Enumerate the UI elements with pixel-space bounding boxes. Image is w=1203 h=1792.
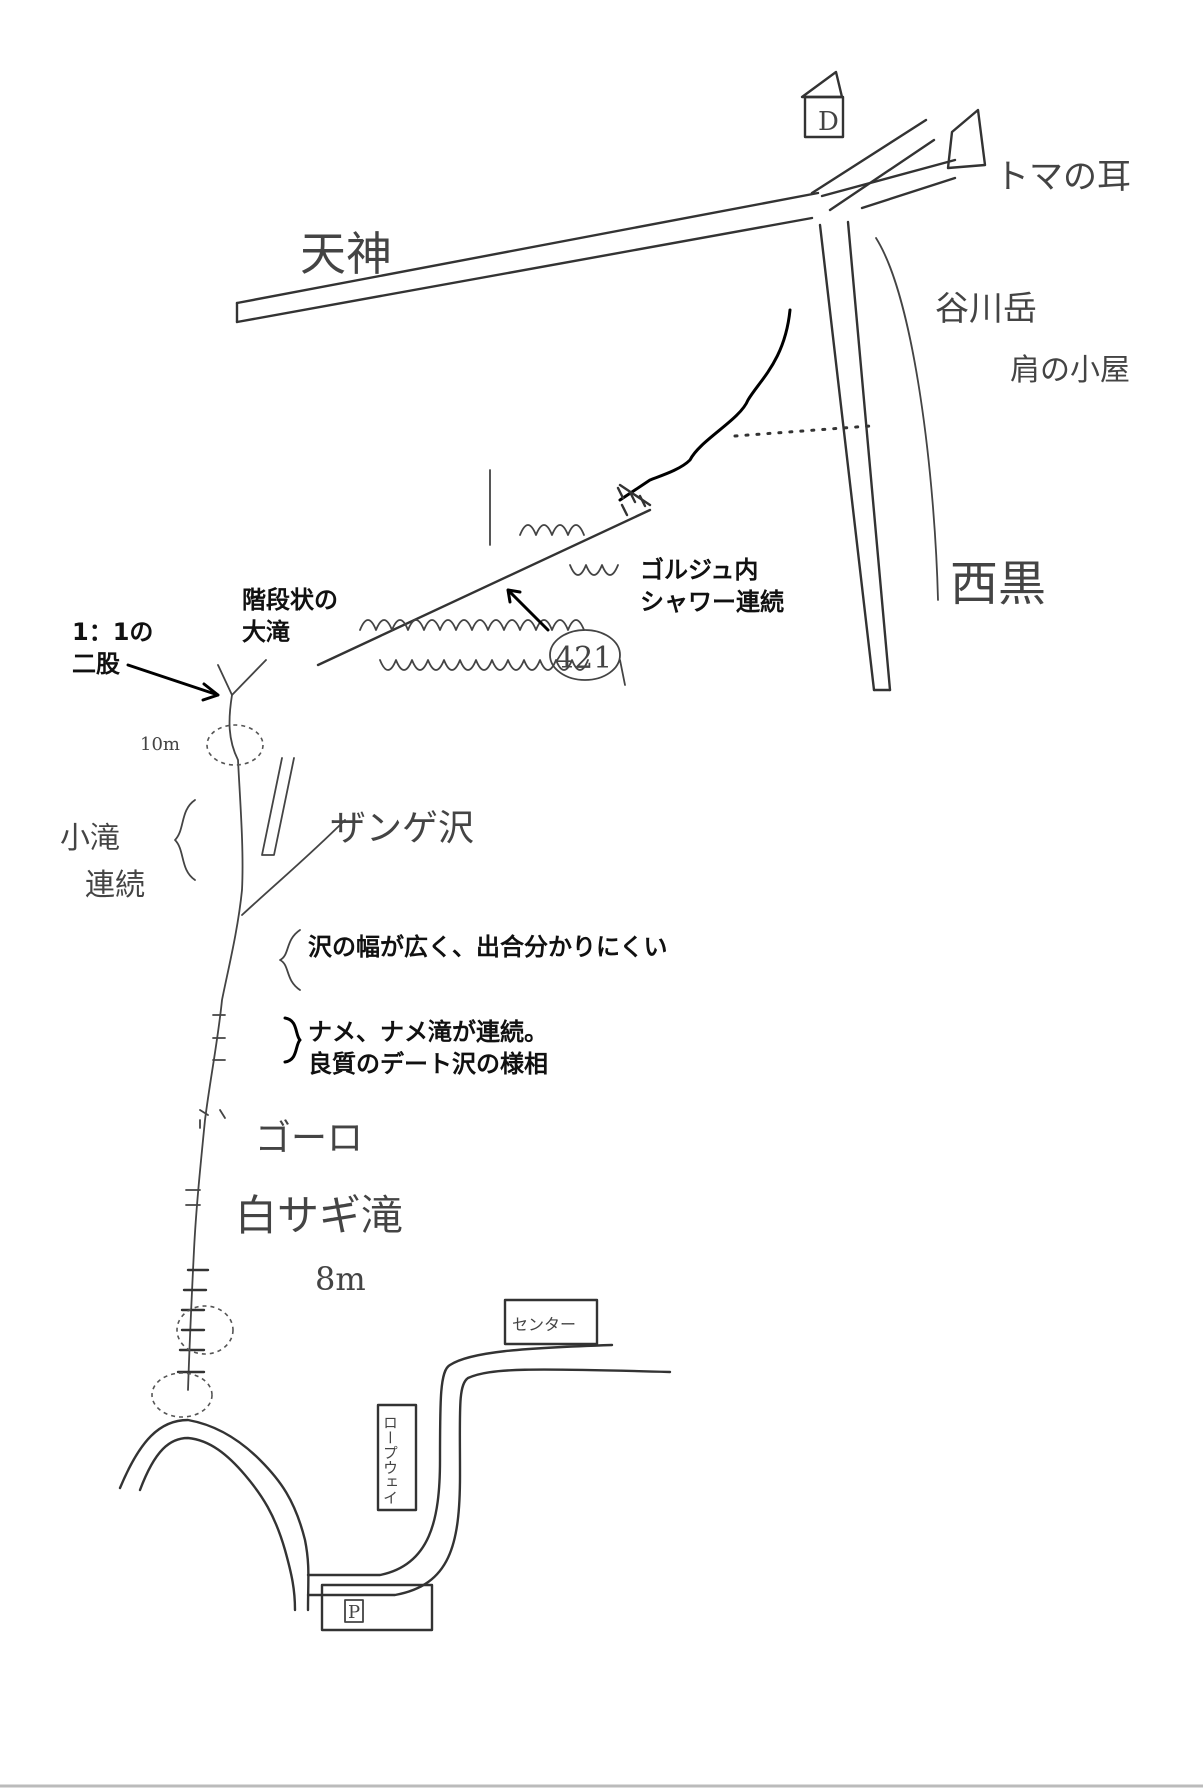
peak-tsumo-icon (946, 108, 987, 170)
svg-text:センター: センター (512, 1315, 576, 1334)
tenjin-ridge (235, 118, 957, 692)
label-gorge-2: シャワー連続 (640, 588, 784, 616)
label-wide-stream: 沢の幅が広く、出合分かりにくい (308, 933, 668, 961)
paper-area (40, 0, 1203, 1625)
label-sange: ザンゲ沢 (330, 808, 474, 849)
upper-route-line (618, 308, 792, 502)
label-name-2: 良質のデート沢の様相 (308, 1050, 548, 1078)
svg-text:10m: 10m (140, 734, 180, 755)
label-hanamen: 肩の小屋 (1010, 353, 1130, 388)
traverse-dotted-line (733, 424, 872, 438)
svg-text:ロープウェイ: ロープウェイ (381, 1415, 399, 1505)
label-stair-falls-1: 階段状の (242, 586, 338, 614)
label-goro: ゴーロ (255, 1118, 363, 1159)
svg-text:P: P (348, 1602, 360, 1623)
ropeway-icon: ロープウェイ (376, 1403, 418, 1512)
fork-arrow (126, 663, 220, 702)
label-stair-falls-2: 大滝 (242, 618, 290, 646)
label-fork-2: 二股 (72, 650, 120, 678)
peak-D-icon: D (800, 70, 845, 139)
label-shirasagi: 白サギ滝 (235, 1191, 403, 1240)
center-building-icon: センター (503, 1298, 599, 1346)
label-fork-1: 1：1の (72, 618, 153, 646)
label-small-falls-2: 連続 (85, 868, 145, 903)
label-kenzan: 谷川岳 (935, 289, 1037, 329)
upper-route-tick (618, 483, 652, 507)
label-nishikuro: 西黒 (950, 556, 1046, 612)
label-small-falls-1: 小滝 (60, 821, 120, 856)
parking-icon: P (320, 1583, 434, 1632)
lower-roads (118, 1343, 672, 1612)
label-tsumo: トマの耳 (995, 157, 1131, 197)
svg-text:D: D (818, 107, 839, 137)
main-stream (174, 659, 346, 1391)
gorge-arrow (506, 588, 550, 632)
circled-421: 421 (549, 629, 626, 686)
name-brace (283, 1016, 302, 1064)
stream-tick-marks (151, 1014, 234, 1418)
label-8m: 8m (315, 1260, 366, 1298)
svg-text:421: 421 (555, 641, 612, 676)
gorge-stream (316, 469, 652, 671)
label-name-1: ナメ、ナメ滝が連続。 (308, 1018, 548, 1046)
label-tenjin: 天神 (300, 227, 392, 281)
label-gorge-1: ゴルジュ内 (640, 556, 758, 584)
10m-fall-icon: 10m (140, 724, 264, 766)
